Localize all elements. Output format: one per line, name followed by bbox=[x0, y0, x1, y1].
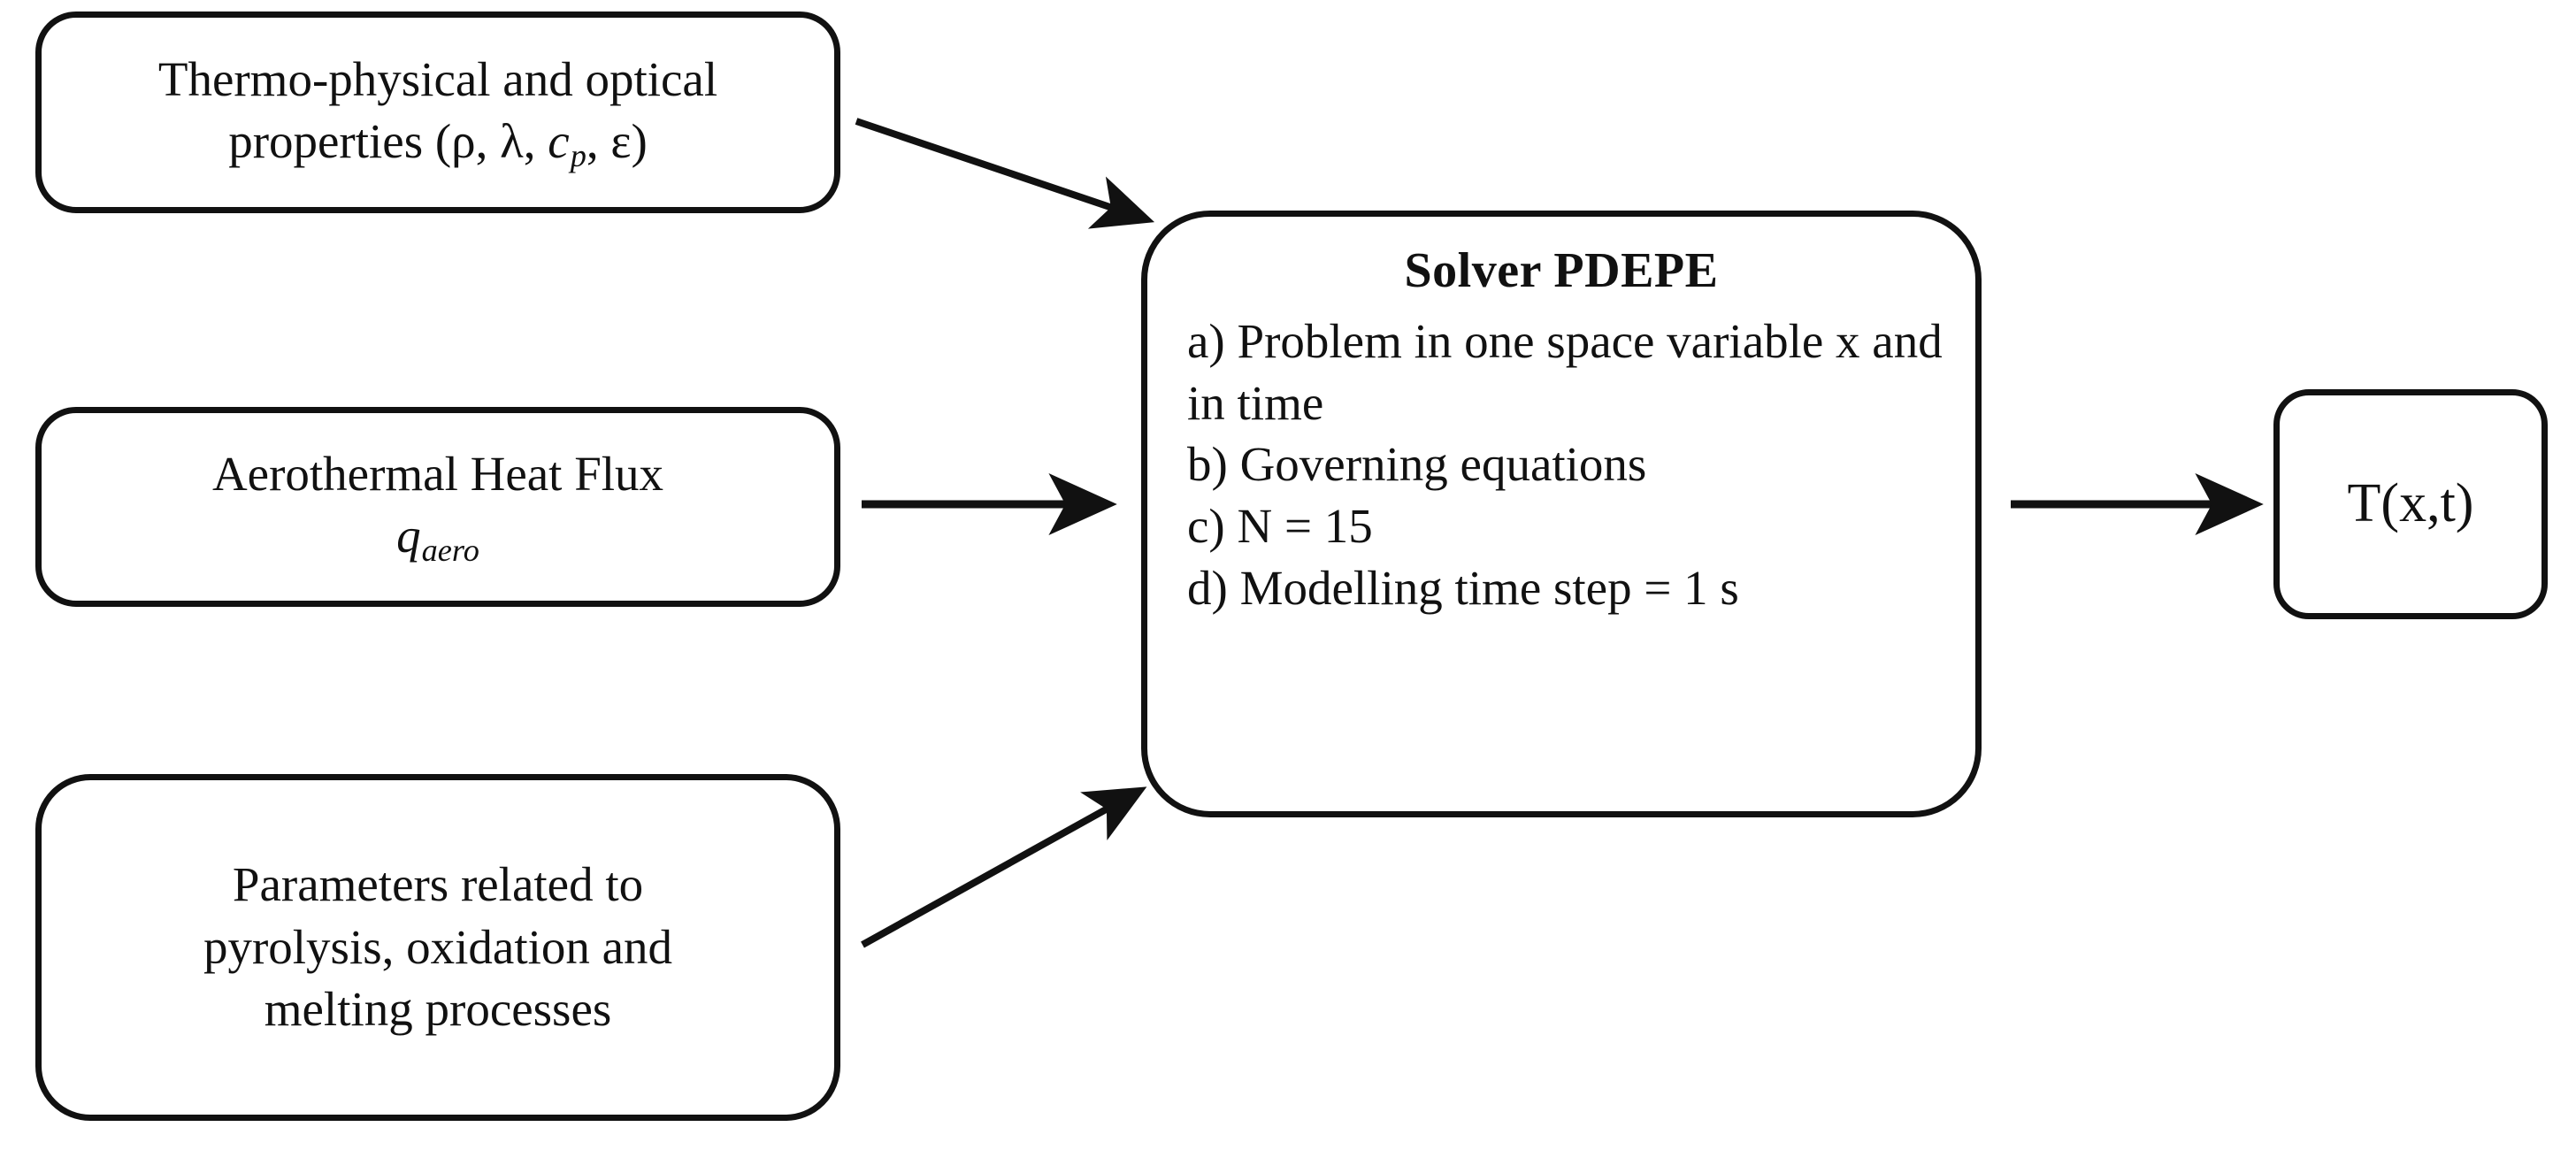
node-heatflux-line-1: Aerothermal Heat Flux bbox=[211, 446, 664, 501]
solver-item-b: b) Governing equations bbox=[1187, 437, 1647, 492]
node-properties-line-2-suffix: , ε) bbox=[586, 113, 648, 168]
node-properties-line-2-prefix: properties (ρ, λ, bbox=[228, 113, 548, 168]
node-heatflux-q-subscript: aero bbox=[421, 533, 479, 569]
node-heatflux-symbol-line: qaero bbox=[396, 505, 479, 571]
node-heatflux-q-symbol: q bbox=[396, 508, 421, 563]
node-parameters-line-1: Parameters related to bbox=[232, 857, 644, 912]
node-temperature-output[interactable]: T(x,t) bbox=[2273, 389, 2548, 619]
solver-title: Solver PDEPE bbox=[1404, 243, 1719, 298]
node-output-label: T(x,t) bbox=[2347, 473, 2474, 534]
solver-item-c: c) N = 15 bbox=[1187, 499, 1373, 554]
node-solver-pdepe[interactable]: Solver PDEPE a) Problem in one space var… bbox=[1141, 211, 1982, 817]
edge-parameters-to-solver bbox=[861, 786, 1147, 948]
solver-item-d: d) Modelling time step = 1 s bbox=[1187, 561, 1739, 616]
node-thermo-physical-properties[interactable]: Thermo-physical and optical properties (… bbox=[35, 12, 840, 213]
node-parameters-line-2: pyrolysis, oxidation and bbox=[203, 919, 673, 974]
solver-item-list: a) Problem in one space variable x and i… bbox=[1147, 310, 1975, 619]
edge-properties-to-solver bbox=[855, 118, 1155, 229]
node-properties-line-2: properties (ρ, λ, cp, ε) bbox=[228, 111, 648, 177]
node-aerothermal-heat-flux[interactable]: Aerothermal Heat Flux qaero bbox=[35, 407, 840, 607]
node-properties-cp-symbol: c bbox=[548, 113, 570, 168]
node-properties-cp-subscript: p bbox=[570, 138, 586, 174]
node-properties-line-1: Thermo-physical and optical bbox=[157, 51, 718, 106]
node-parameters-line-3: melting processes bbox=[264, 982, 612, 1037]
solver-item-a: a) Problem in one space variable x and i… bbox=[1187, 313, 1943, 430]
node-pyrolysis-oxidation-melting-parameters[interactable]: Parameters related to pyrolysis, oxidati… bbox=[35, 774, 840, 1121]
